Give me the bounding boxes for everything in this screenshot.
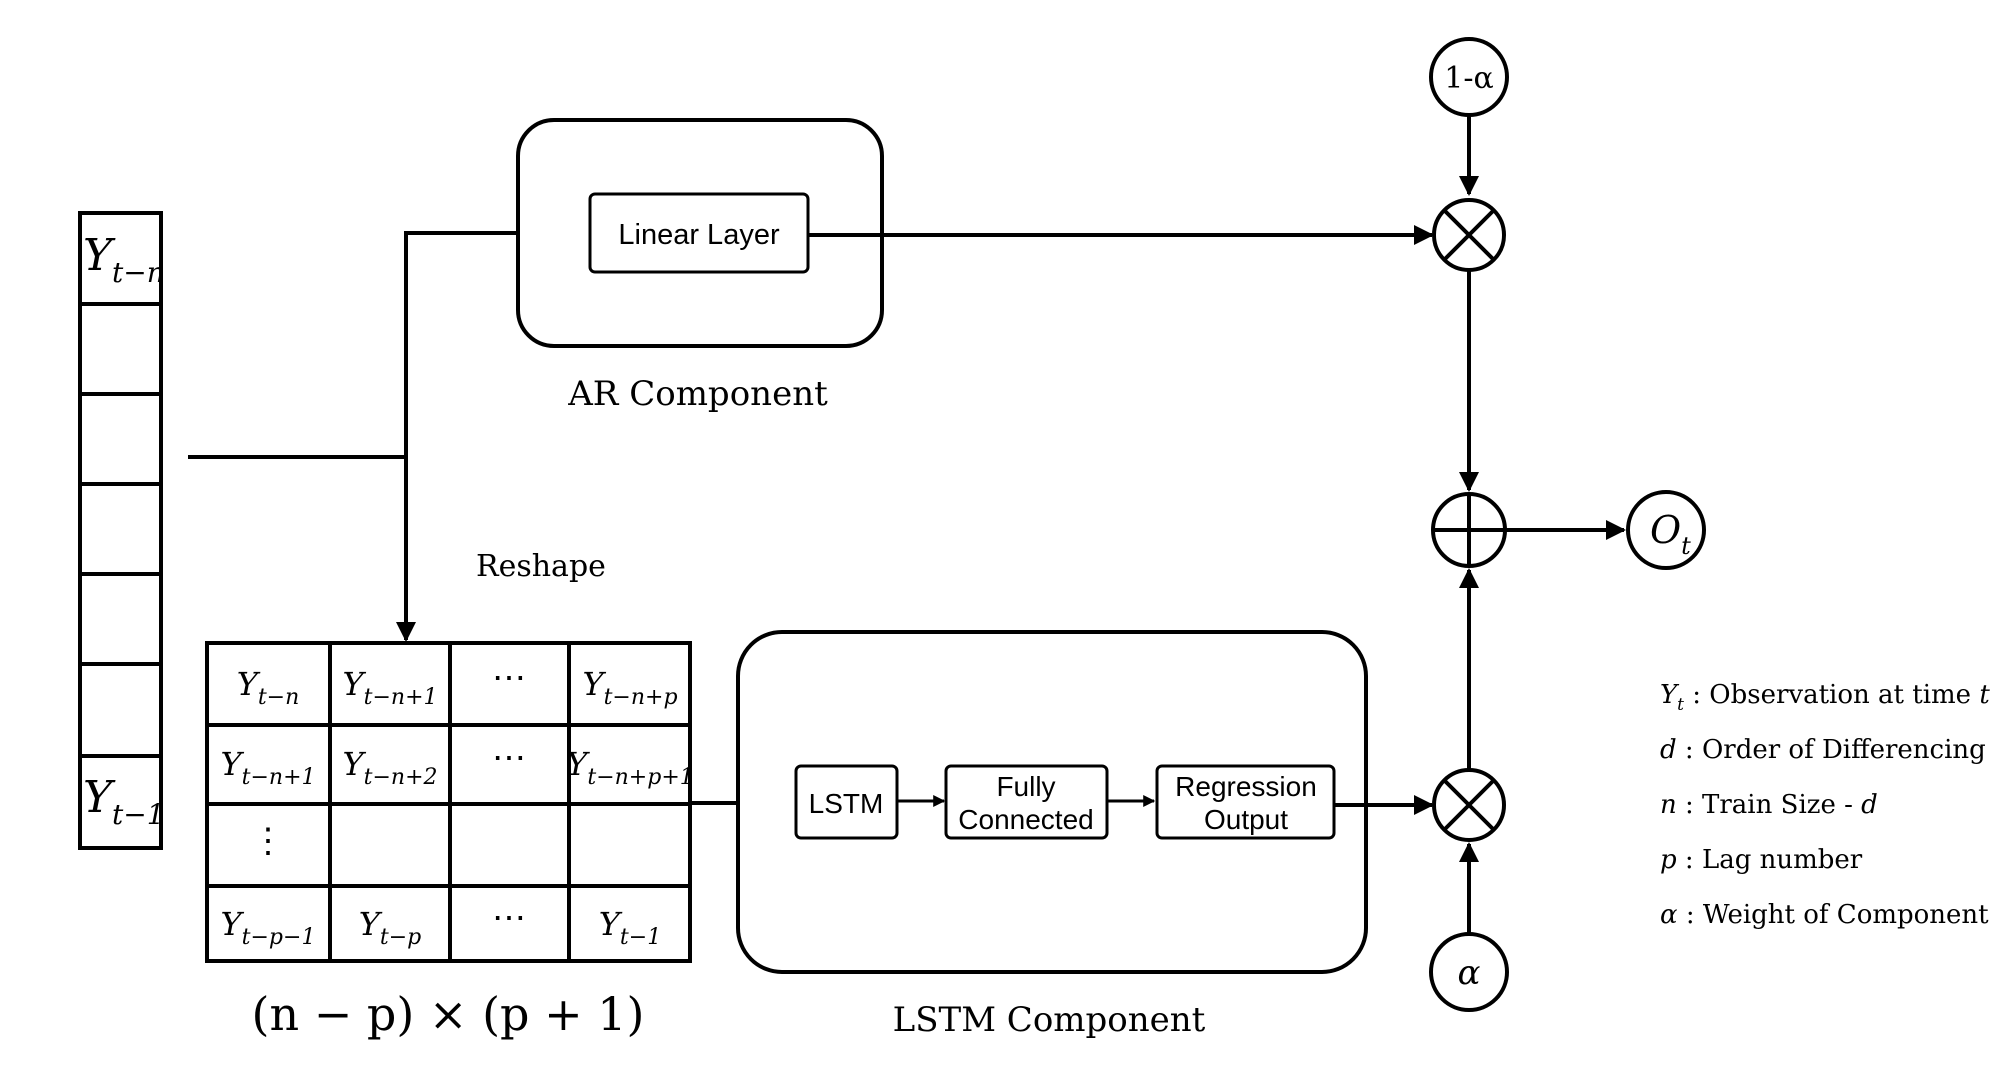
matrix-cell: Yt−1 <box>599 905 661 950</box>
output-node: Ot <box>1626 490 1706 570</box>
legend-item: p : Lag number <box>1660 845 1863 875</box>
matrix-dimensions-label: (n − p) × (p + 1) <box>252 987 645 1041</box>
matrix-cell: Yt−n+1 <box>343 665 438 710</box>
input-connectors <box>188 223 590 642</box>
matrix-cell: ⋮ <box>251 821 285 861</box>
regression-output-label-2: Output <box>1204 804 1288 835</box>
lstm-component-label: LSTM Component <box>893 1000 1206 1040</box>
matrix-cell: ⋯ <box>492 898 526 938</box>
svg-text:Ot: Ot <box>1650 508 1691 560</box>
matrix-cell: ⋯ <box>492 738 526 778</box>
input-vector: Yt−n Yt−1 <box>78 211 165 850</box>
matrix-cell: Yt−n+1 <box>221 745 316 790</box>
legend-item: n : Train Size - d <box>1660 790 1878 820</box>
fully-connected-label-2: Connected <box>958 804 1093 835</box>
matrix-cell: Yt−n+p+1 <box>566 745 694 790</box>
linear-layer-label: Linear Layer <box>618 219 780 251</box>
lstm-component: LSTM Fully Connected Regression Output L… <box>736 630 1368 1040</box>
legend: Yt : Observation at time t d : Order of D… <box>1660 680 1990 930</box>
svg-text:1-α: 1-α <box>1444 61 1493 96</box>
legend-item: d : Order of Differencing <box>1660 735 1986 765</box>
matrix-cell: Yt−p <box>359 905 421 950</box>
ar-component: Linear Layer AR Component <box>516 118 884 414</box>
regression-output-label-1: Regression <box>1175 771 1317 802</box>
lstm-box-label: LSTM <box>809 788 884 819</box>
sum-icon <box>1431 492 1507 568</box>
svg-text:α: α <box>1458 953 1481 993</box>
matrix-cell: ⋯ <box>492 658 526 698</box>
matrix-cell: Yt−n <box>237 665 300 710</box>
vector-top-label: Yt−n <box>83 230 165 289</box>
multiply-ar-icon <box>1432 198 1506 272</box>
ar-component-label: AR Component <box>567 374 828 414</box>
one-minus-alpha-node: 1-α <box>1429 37 1509 117</box>
alpha-node: α <box>1429 932 1509 1012</box>
matrix-cell: Yt−n+p <box>582 665 677 710</box>
legend-item: Yt : Observation at time t <box>1660 680 1990 715</box>
matrix-cell: Yt−p−1 <box>221 905 316 950</box>
fully-connected-label-1: Fully <box>996 771 1055 802</box>
legend-item: α : Weight of Component <box>1660 900 1989 930</box>
reshape-label: Reshape <box>476 549 606 584</box>
multiply-lstm-icon <box>1432 768 1506 842</box>
matrix-cell: Yt−n+2 <box>343 745 438 790</box>
vector-bottom-label: Yt−1 <box>83 772 165 831</box>
